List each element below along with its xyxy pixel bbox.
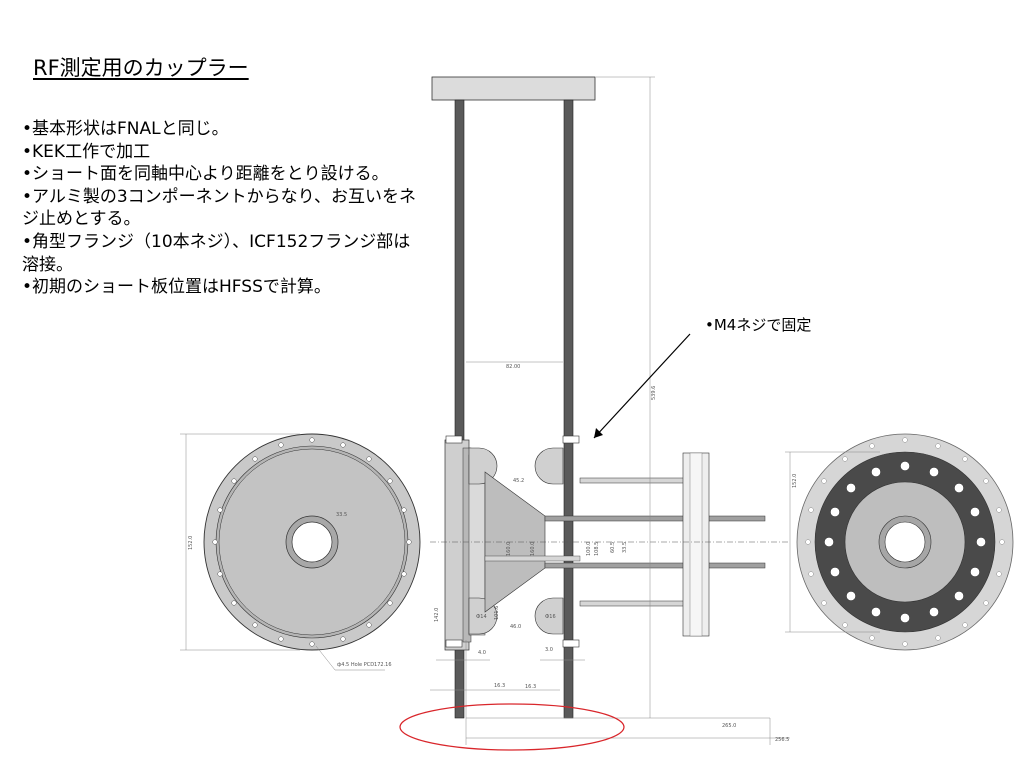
bullet-item: •アルミ製の3コンポーネントからなり、お互いをネジ止めとする。 [22,186,416,230]
bullet-list: •基本形状はFNALと同じ。 •KEK工作で加工 •ショート面を同軸中心より距離… [22,118,417,299]
left-rod [454,99,465,719]
dim-label: 152.0 [188,536,194,550]
dim-label: 3.0 [545,647,553,653]
dim-label: Ф16 [545,614,556,620]
dim-label: 16.3 [494,683,505,689]
screw-head [562,639,580,648]
bullet-item: •基本形状はFNALと同じ。 [22,119,229,139]
assembly-side-view: 82.00 539.6 45.2 160.0 160.0 100.0 108.5… [430,76,790,745]
bullet-item: •KEK工作で加工 [22,141,151,162]
upper-right-dome [534,447,564,485]
upper-left-dome [468,447,498,485]
inner-bolt-holes [824,461,986,623]
flange-front-view-right: 152.0 [785,433,1014,651]
dim-label: Ф14 [476,614,487,620]
screw-callout: •M4ネジで固定 [705,316,812,334]
dim-label: ф4.5 Hole PCD172.16 [337,662,392,668]
dim-label: 33.5 [622,542,628,553]
dim-label: 265.0 [722,723,736,729]
dim-label: 160.0 [506,542,512,556]
dim-label: 539.6 [651,386,657,400]
right-rod [563,99,574,719]
bolt-holes [212,437,412,647]
dim-label: 82.00 [506,364,520,370]
page-title: RF測定用のカップラー [33,56,249,80]
bullet-item: •ショート面を同軸中心より距離をとり設ける。 [22,164,389,185]
dim-label: 60.5 [610,542,616,553]
lower-right-dome [534,597,564,635]
dim-label: 4.0 [478,650,486,656]
screw-head [445,435,463,444]
callout-arrow [593,333,691,439]
dim-label: 108.5 [594,542,600,556]
outer-bolt-holes [805,437,1005,647]
bullet-item: •角型フランジ（10本ネジ）、ICF152フランジ部は溶接。 [22,231,411,275]
dim-label: 100.0 [586,542,592,556]
dim-label: 142.0 [434,608,440,622]
bullet-item: •初期のショート板位置はHFSSで計算。 [22,277,331,298]
dim-label: 33.5 [336,512,347,518]
screw-head [445,639,463,648]
dim-label: 16.3 [525,684,536,690]
coax-outer-top [544,515,766,522]
screw-head [562,435,580,444]
flange-front-view-left: 33.5 152.0 ф4.5 Hole PCD172.16 [180,433,421,671]
dim-label: 101.6 [494,606,500,620]
dim-label: 46.0 [510,624,521,630]
coax-outer-bottom [544,562,766,569]
highlight-ellipse [399,703,625,751]
dim-label: 160.0 [530,542,536,556]
dim-label: 45.2 [513,478,524,484]
dim-label: 152.0 [792,474,798,488]
top-plate [431,76,596,101]
dim-label: 256.5 [775,737,789,743]
